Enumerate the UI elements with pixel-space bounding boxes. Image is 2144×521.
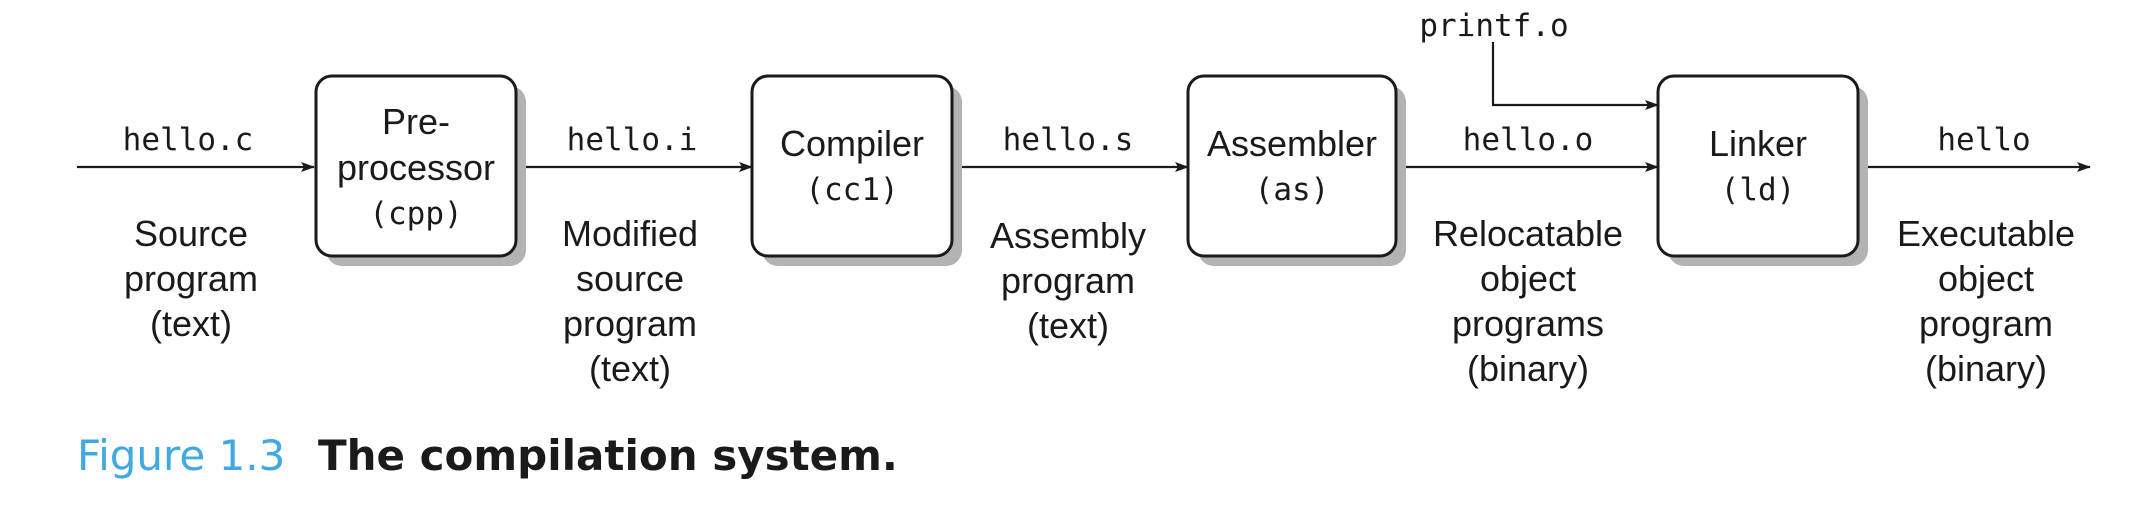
file-label-hello-i: hello.i	[567, 122, 698, 158]
desc-assembly-line3: (text)	[1027, 305, 1109, 346]
desc-assembly-line2: program	[1001, 260, 1135, 301]
stage-compiler: Compiler (cc1)	[750, 74, 962, 266]
stage-linker-name: Linker	[1709, 123, 1807, 164]
desc-assembly-line1: Assembly	[990, 215, 1146, 256]
stage-compiler-code: (cc1)	[805, 172, 898, 208]
stage-preprocessor-name-line2: processor	[337, 147, 495, 188]
stage-linker: Linker (ld)	[1656, 74, 1868, 266]
desc-assembly: Assembly program (text)	[990, 215, 1146, 346]
desc-modified-line3: program	[563, 303, 697, 344]
file-label-hello: hello	[1937, 122, 2030, 158]
desc-relocatable-line3: programs	[1452, 303, 1604, 344]
caption-number: Figure 1.3	[77, 431, 285, 480]
desc-source-line1: Source	[134, 213, 248, 254]
desc-modified-line2: source	[576, 258, 684, 299]
stage-assembler-code: (as)	[1255, 172, 1330, 208]
stage-assembler: Assembler (as)	[1186, 74, 1406, 266]
figure-caption: Figure 1.3 The compilation system.	[77, 431, 898, 480]
desc-executable-line1: Executable	[1897, 213, 2075, 254]
desc-source: Source program (text)	[124, 213, 258, 344]
desc-modified: Modified source program (text)	[562, 213, 698, 389]
desc-executable-line3: program	[1919, 303, 2053, 344]
desc-relocatable-line2: object	[1480, 258, 1576, 299]
desc-relocatable: Relocatable object programs (binary)	[1433, 213, 1623, 389]
stage-preprocessor: Pre- processor (cpp)	[314, 74, 526, 266]
caption-title: The compilation system.	[318, 431, 898, 480]
desc-modified-line4: (text)	[589, 348, 671, 389]
desc-executable-line2: object	[1938, 258, 2034, 299]
desc-relocatable-line1: Relocatable	[1433, 213, 1623, 254]
file-label-hello-o: hello.o	[1463, 122, 1594, 158]
desc-source-line2: program	[124, 258, 258, 299]
arrow-printf	[1491, 42, 1659, 110]
stage-preprocessor-name-line1: Pre-	[382, 101, 450, 142]
file-label-printf-o: printf.o	[1419, 8, 1568, 44]
desc-executable-line4: (binary)	[1925, 348, 2047, 389]
stage-assembler-name: Assembler	[1207, 123, 1377, 164]
stage-linker-code: (ld)	[1721, 172, 1796, 208]
file-label-hello-s: hello.s	[1003, 122, 1134, 158]
file-label-hello-c: hello.c	[123, 122, 254, 158]
desc-modified-line1: Modified	[562, 213, 698, 254]
stage-compiler-name: Compiler	[780, 123, 924, 164]
desc-source-line3: (text)	[150, 303, 232, 344]
stage-preprocessor-code: (cpp)	[369, 196, 462, 232]
desc-relocatable-line4: (binary)	[1467, 348, 1589, 389]
desc-executable: Executable object program (binary)	[1897, 213, 2075, 389]
